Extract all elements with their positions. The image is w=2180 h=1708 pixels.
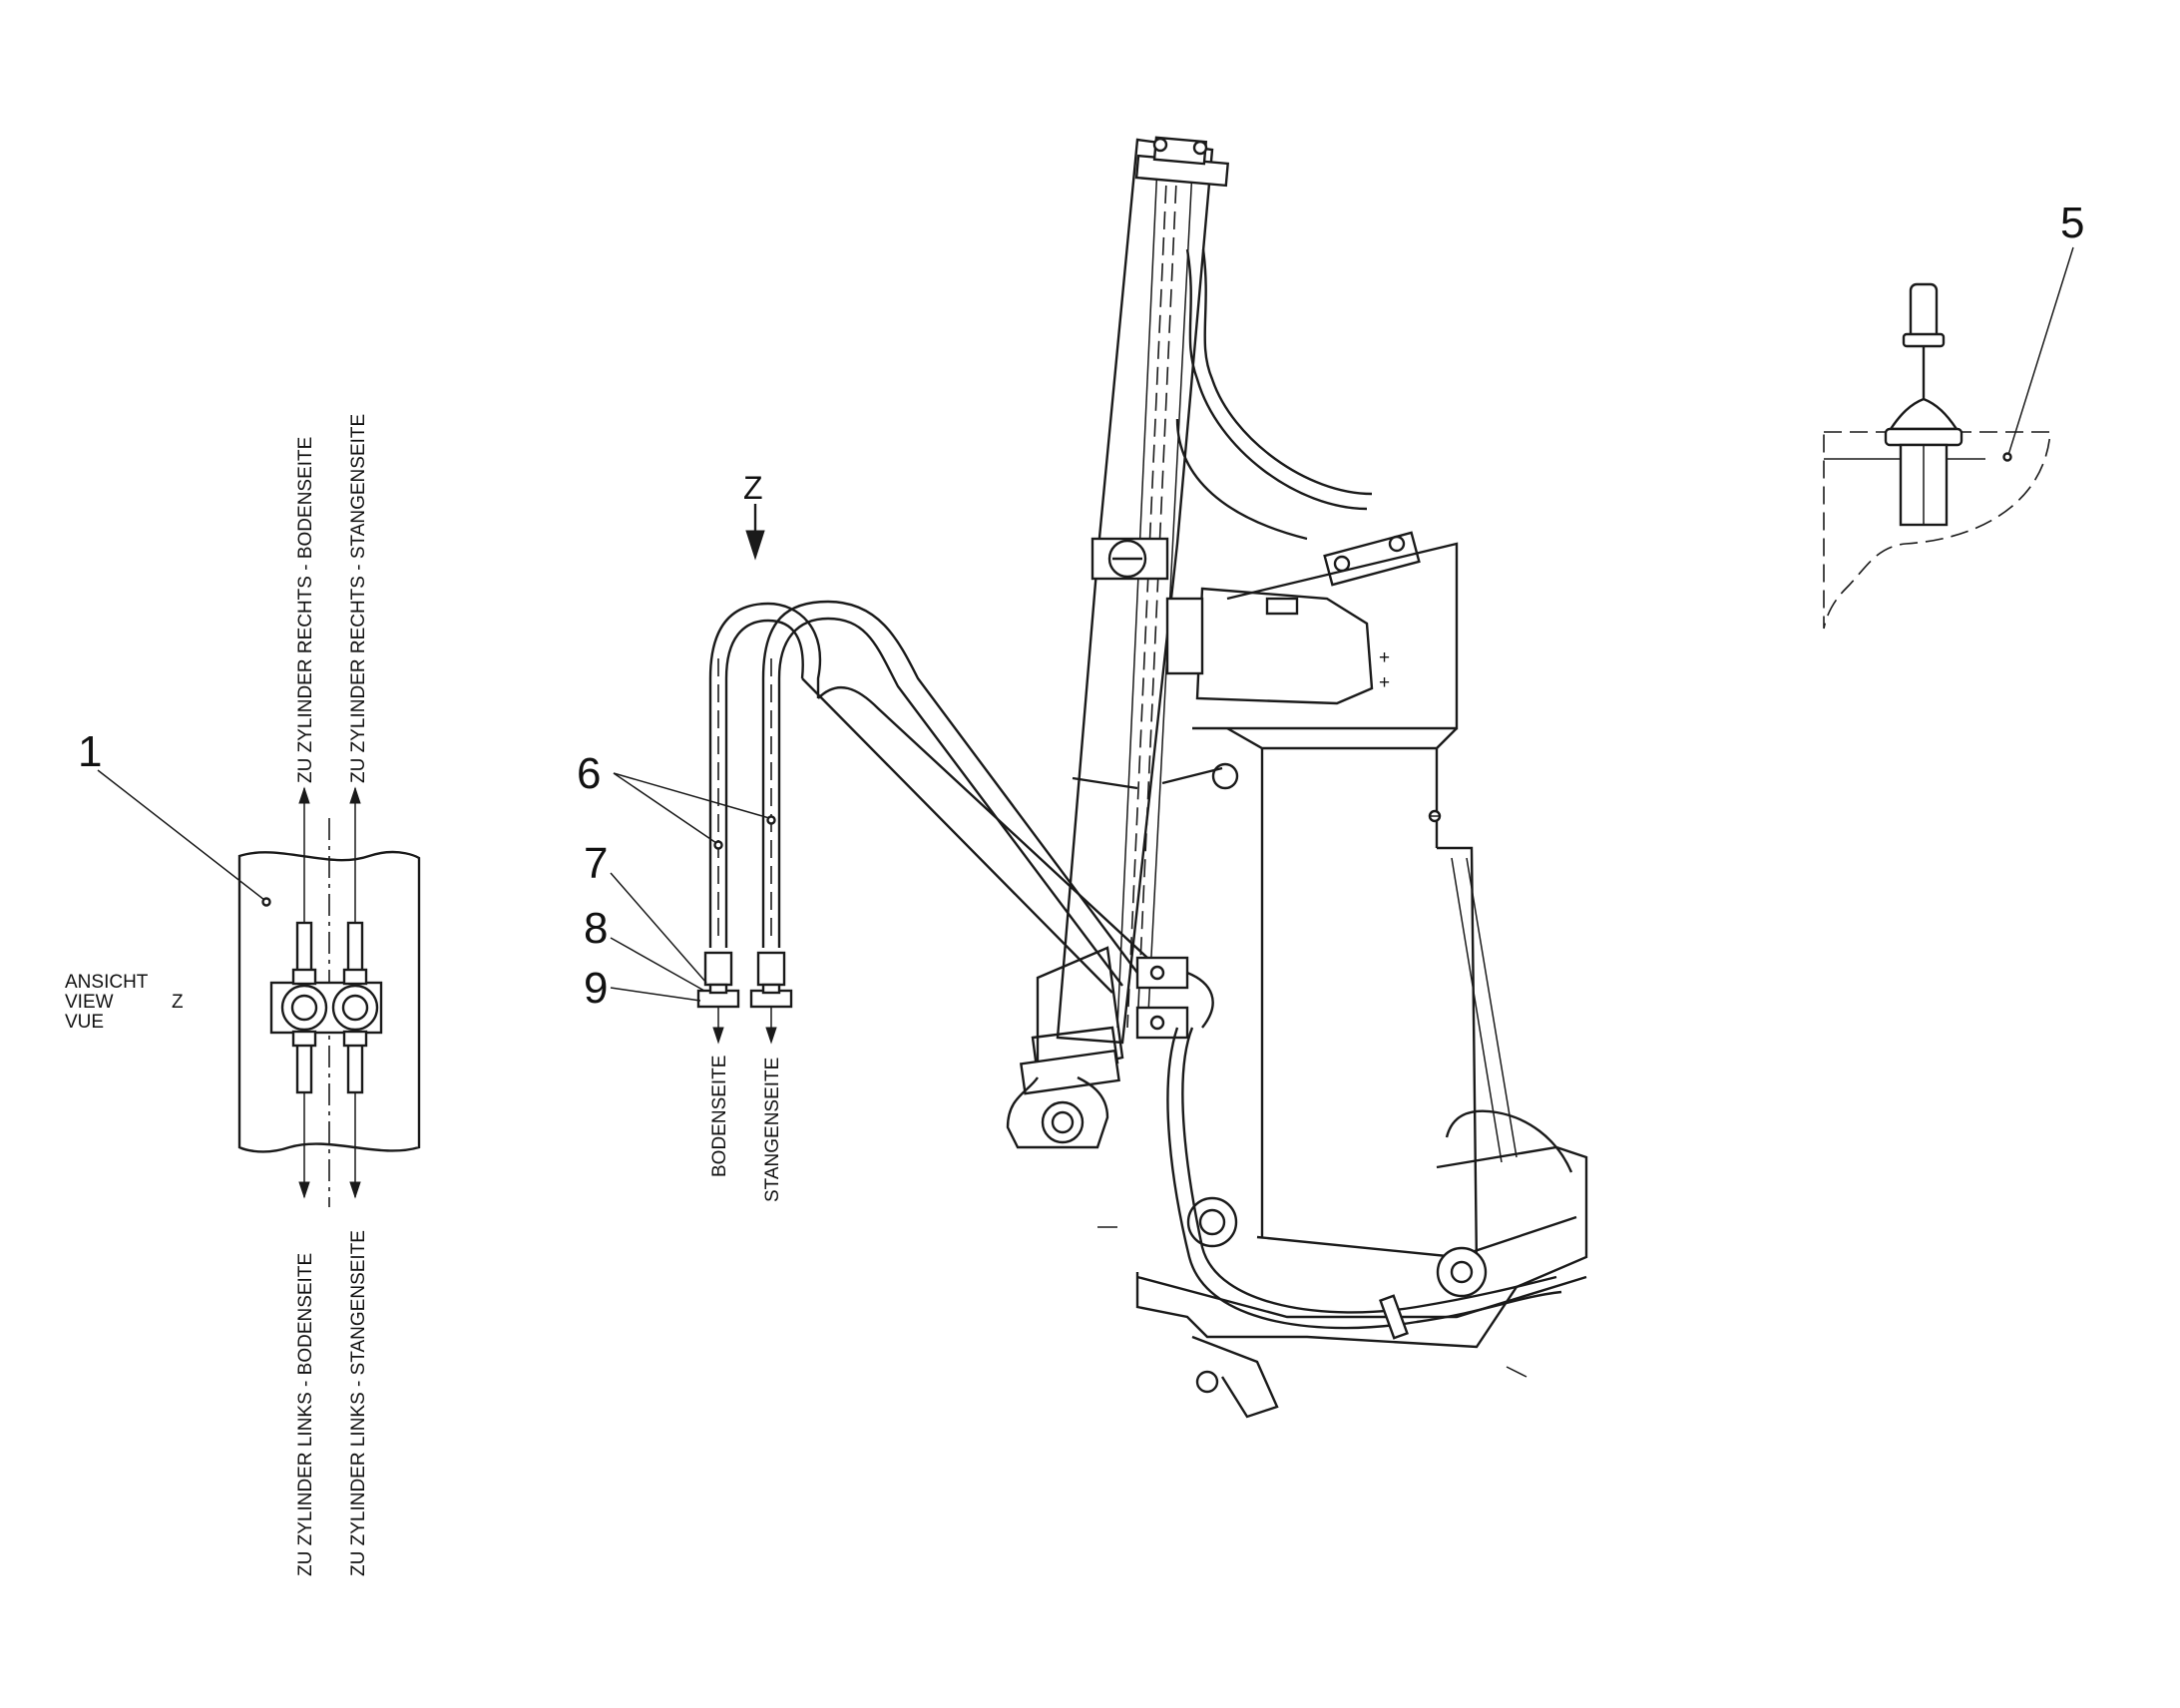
- label-zu-zylinder-rechts-bodenseite: ZU ZYLINDER RECHTS - BODENSEITE: [295, 437, 316, 783]
- callout-5: 5: [2060, 199, 2084, 247]
- leader-9: [610, 987, 701, 1002]
- view-z-letter: Z: [172, 992, 184, 1013]
- upper-hose-2: [1201, 248, 1373, 496]
- leader-7: [610, 872, 707, 984]
- detail-5-outline: [1823, 431, 2051, 630]
- lower-hose-1: [1181, 1027, 1557, 1314]
- leader-1: [97, 769, 265, 901]
- tank: [1195, 587, 1374, 705]
- base-frame: [1135, 1145, 1588, 1349]
- hose-right-outer: [761, 600, 1138, 974]
- callout-7: 7: [584, 839, 608, 888]
- lower-hose-2: [1166, 1027, 1562, 1330]
- view-z-panel: [237, 850, 421, 1153]
- upper-hose-3: [1175, 418, 1308, 541]
- tank-cap: [1165, 597, 1204, 675]
- leader-5: [2007, 246, 2074, 456]
- detail-5: 5: [1823, 199, 2084, 630]
- hose-diagonal-2: [801, 677, 1113, 994]
- hose-fitting-right: [756, 951, 786, 987]
- callout-8: 8: [584, 904, 608, 953]
- label-zu-zylinder-links-bodenseite: ZU ZYLINDER LINKS - BODENSEITE: [295, 1253, 316, 1576]
- callout-6: 6: [577, 749, 601, 798]
- view-view: VIEW: [65, 992, 114, 1013]
- leader-8: [610, 937, 705, 992]
- label-zu-zylinder-links-stangenseite: ZU ZYLINDER LINKS - STANGENSEITE: [348, 1230, 369, 1576]
- frame-right-edge: [1437, 846, 1479, 1268]
- view-ansicht: ANSICHT: [65, 972, 149, 993]
- frame-top: [1192, 542, 1459, 730]
- arrow-down-icon: [745, 530, 765, 561]
- callout-9: 9: [584, 964, 608, 1013]
- fitting-stub: [295, 921, 313, 975]
- leader-6a: [613, 772, 717, 844]
- fitting-stub: [346, 921, 364, 975]
- arrow-down-icon: [349, 1181, 361, 1199]
- base-hole: [1195, 1370, 1219, 1394]
- machine-frame: + +: [1006, 136, 1588, 1419]
- view-vue: VUE: [65, 1012, 104, 1033]
- joystick-boot: [1888, 397, 1960, 431]
- label-stangenseite: STANGENSEITE: [762, 1058, 783, 1202]
- label-zu-zylinder-rechts-stangenseite: ZU ZYLINDER RECHTS - STANGENSEITE: [348, 414, 369, 783]
- joystick-handle-icon: [1909, 282, 1939, 341]
- clamp-ring: [331, 984, 379, 1032]
- arrow-down-icon: [298, 1181, 310, 1199]
- boom-body: [1056, 138, 1214, 1045]
- hose-assembly: Z 6 7 8 9 BO: [577, 470, 1148, 1202]
- hose-left-inner: [724, 619, 804, 948]
- clamp-ring: [280, 984, 328, 1032]
- arrow-down-icon: [765, 1027, 777, 1045]
- hose-diagonal-1: [817, 686, 1148, 959]
- leader-6b: [613, 772, 770, 819]
- arrow-z-label: Z: [743, 470, 763, 506]
- hose-right-inner: [777, 617, 1123, 987]
- arrow-up-icon: [349, 786, 361, 804]
- hose-left-outer: [708, 602, 821, 948]
- arrow-down-icon: [712, 1027, 724, 1045]
- label-bodenseite: BODENSEITE: [709, 1056, 730, 1177]
- hose-fitting-left: [703, 951, 733, 987]
- upper-hose-1: [1185, 248, 1368, 511]
- svg-text:+: +: [1379, 647, 1390, 668]
- arrow-up-icon: [298, 786, 310, 804]
- cylinder-head: [1036, 946, 1124, 1079]
- view-z-detail: ZU ZYLINDER RECHTS - BODENSEITE ZU ZYLIN…: [65, 414, 421, 1576]
- callout-1: 1: [78, 727, 102, 776]
- svg-text:+: +: [1379, 672, 1390, 693]
